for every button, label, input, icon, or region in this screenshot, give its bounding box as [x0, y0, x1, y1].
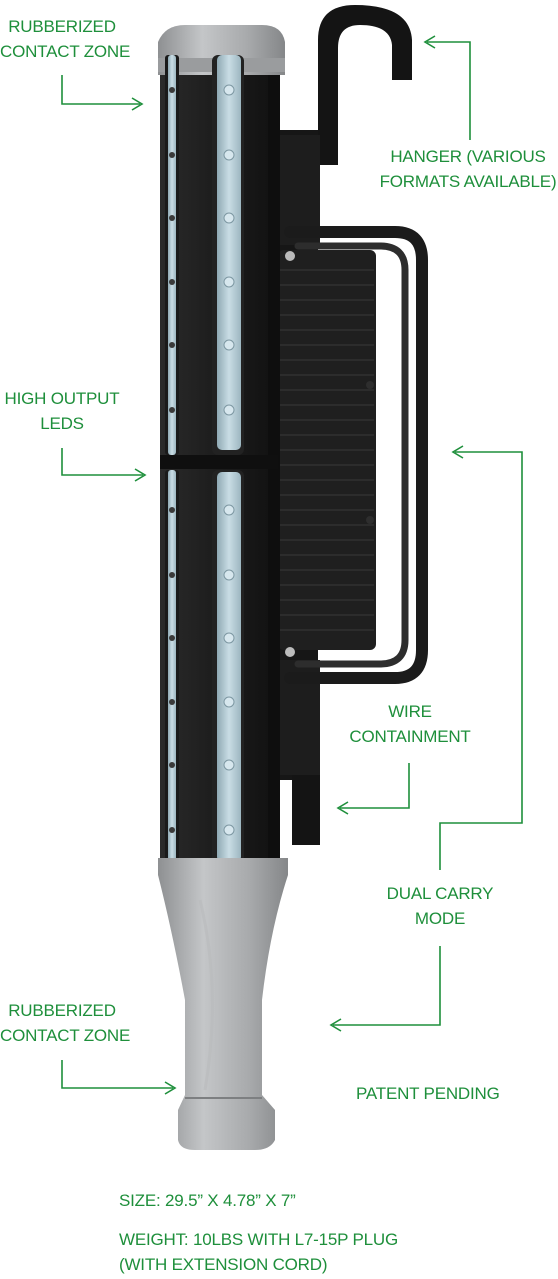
callout-line: RUBBERIZED	[8, 1001, 116, 1020]
callout-line: FORMATS AVAILABLE)	[379, 172, 557, 191]
led-strips-upper	[165, 55, 244, 455]
spec-weight-line2: (WITH EXTENSION CORD)	[119, 1255, 328, 1274]
heat-sink	[278, 250, 376, 657]
callout-high-output-leds: HIGH OUTPUT LEDS	[0, 386, 124, 436]
callout-rubberized-top: RUBBERIZED CONTACT ZONE	[0, 14, 131, 64]
callout-line: DUAL CARRY	[386, 884, 494, 903]
callout-line: RUBBERIZED	[8, 17, 116, 36]
callout-line: CONTAINMENT	[349, 727, 471, 746]
callout-line: LEDS	[40, 414, 84, 433]
patent-pending-label: PATENT PENDING	[356, 1084, 500, 1103]
callout-arrows	[61, 35, 523, 1095]
led-strips-lower	[165, 470, 244, 865]
callout-line: CONTACT ZONE	[0, 1026, 131, 1045]
callout-wire-containment: WIRE CONTAINMENT	[340, 699, 480, 749]
hanger-hook	[318, 5, 412, 165]
callout-line: CONTACT ZONE	[0, 42, 131, 61]
spec-weight-line1: WEIGHT: 10LBS WITH L7-15P PLUG	[119, 1230, 398, 1249]
callout-line: MODE	[414, 909, 466, 928]
carry-handle	[284, 226, 428, 684]
bottom-rubber-handle	[158, 858, 288, 1150]
callout-line: WIRE	[388, 702, 432, 721]
callout-dual-carry-mode: DUAL CARRY MODE	[380, 881, 500, 931]
callout-hanger: HANGER (VARIOUS FORMATS AVAILABLE)	[378, 144, 558, 194]
callout-line: HANGER (VARIOUS	[390, 147, 546, 166]
callout-rubberized-bottom: RUBBERIZED CONTACT ZONE	[0, 998, 131, 1048]
wire-containment-tail	[292, 775, 320, 845]
spec-size: SIZE: 29.5” X 4.78” X 7”	[119, 1191, 296, 1210]
callout-line: HIGH OUTPUT	[4, 389, 120, 408]
spec-weight: WEIGHT: 10LBS WITH L7-15P PLUG (WITH EXT…	[119, 1227, 398, 1277]
